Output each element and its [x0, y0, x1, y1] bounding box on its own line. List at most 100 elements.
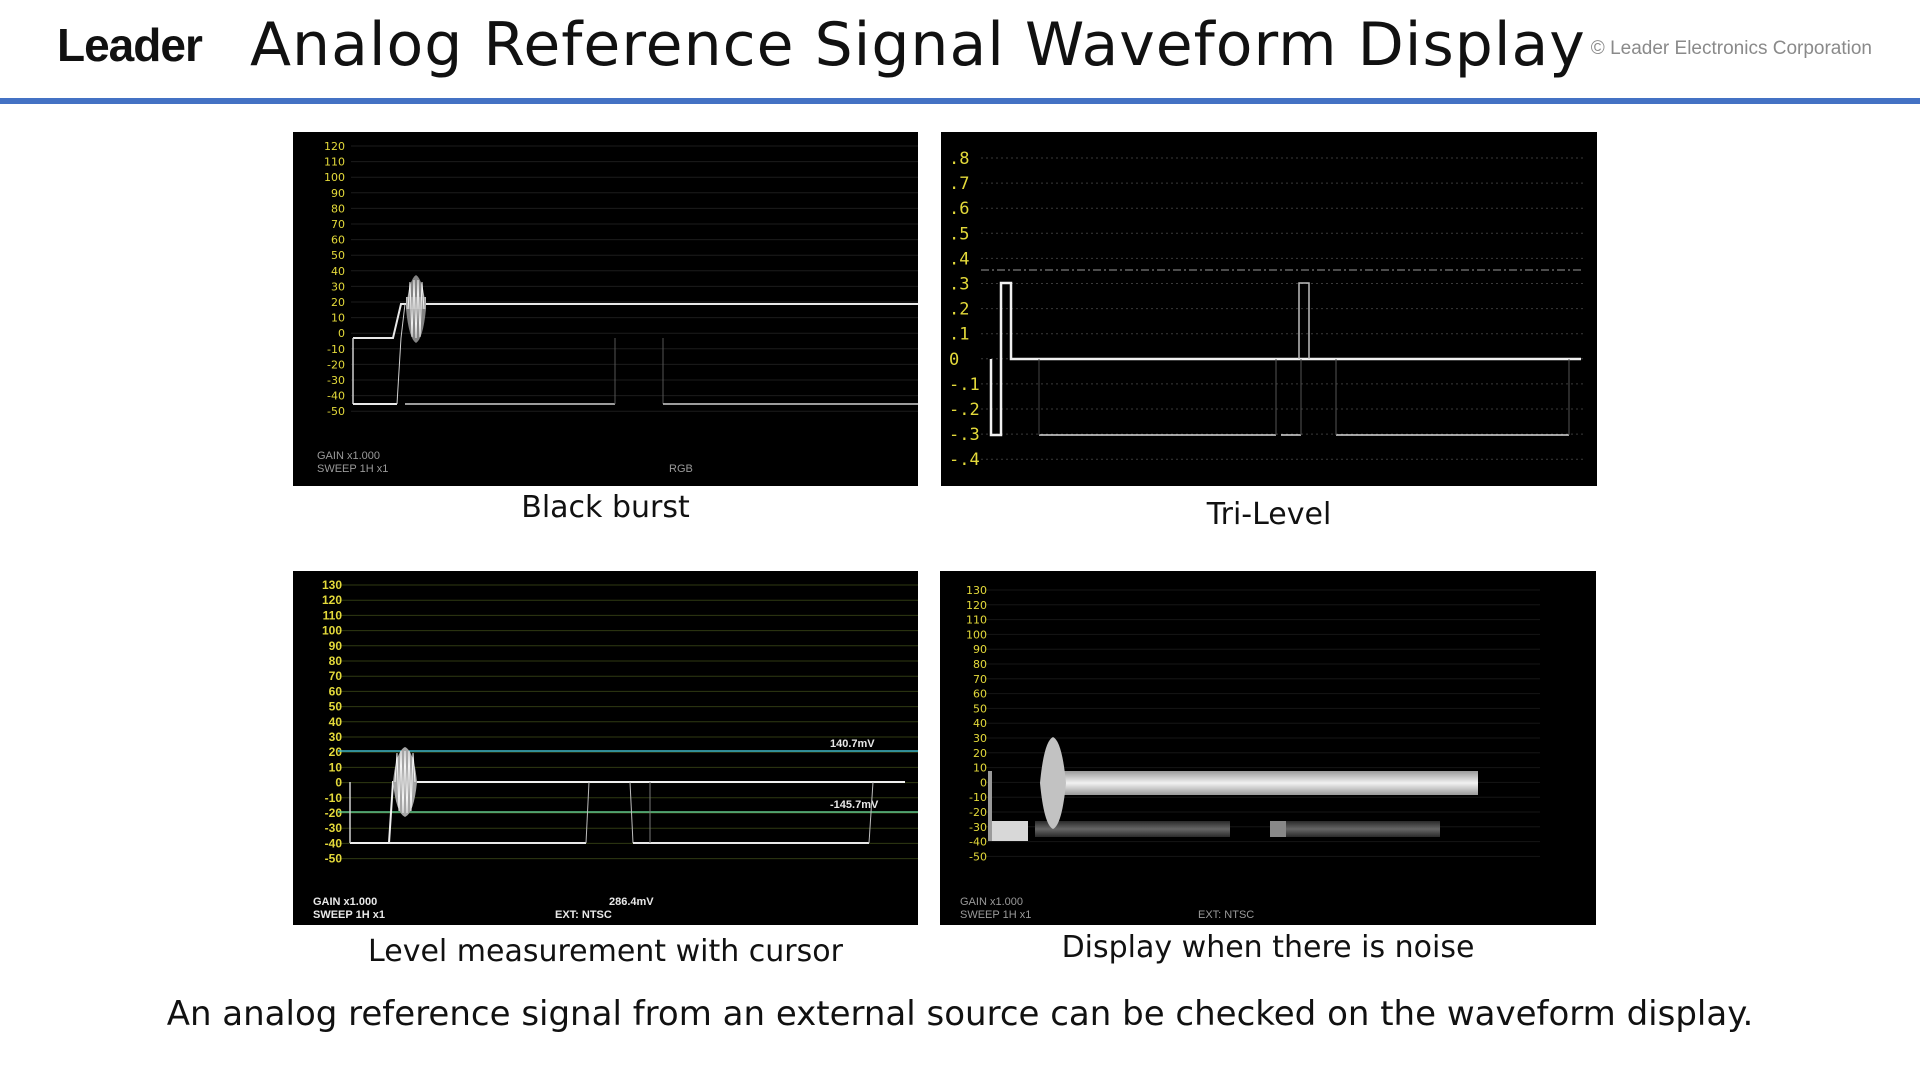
black-burst-mode: RGB	[669, 463, 693, 475]
scale-label: 70	[329, 669, 343, 683]
scale-label: 80	[973, 658, 987, 671]
scale-label: 10	[331, 312, 345, 325]
color-burst	[406, 275, 426, 343]
scale-label: 40	[331, 265, 345, 278]
scale-label: -10	[327, 343, 345, 356]
noise-gain: GAIN x1.000	[960, 896, 1023, 908]
scale-label: 120	[322, 593, 342, 607]
scale-label: 30	[331, 280, 345, 293]
scale-label: -30	[327, 374, 345, 387]
scale-label: 80	[331, 202, 345, 215]
scale-label: .6	[949, 199, 969, 219]
scale-label: 90	[973, 643, 987, 656]
scale-label: 50	[329, 700, 343, 714]
color-burst	[393, 747, 417, 817]
scale-label: 40	[329, 715, 343, 729]
scale-label: -.2	[949, 400, 980, 420]
scale-label: 90	[329, 639, 343, 653]
scale-label: 120	[966, 599, 987, 612]
scale-label: 20	[329, 745, 343, 759]
scale-label: -40	[327, 390, 345, 403]
cursor-delta-value: 286.4mV	[609, 896, 654, 908]
scale-label: -30	[969, 821, 987, 834]
scale-label: -30	[325, 821, 343, 835]
scale-label: .7	[949, 174, 969, 194]
scale-label: 110	[966, 614, 987, 627]
scale-label: 50	[331, 249, 345, 262]
scale-label: 100	[324, 171, 345, 184]
scale-label: -20	[327, 358, 345, 371]
scale-label: 90	[331, 187, 345, 200]
level-cursor-waveform: 1301201101009080706050403020100-10-20-30…	[313, 578, 918, 921]
scale-label: 70	[973, 673, 987, 686]
scale-label: -20	[969, 806, 987, 819]
scale-label: -.1	[949, 375, 980, 395]
scale-label: .1	[949, 325, 969, 345]
scale-label: -40	[969, 836, 987, 849]
scale-label: .8	[949, 149, 969, 169]
level-cursor-trace	[350, 781, 905, 844]
scale-label: 70	[331, 218, 345, 231]
scale-label: 60	[331, 234, 345, 247]
scale-label: 100	[966, 628, 987, 641]
color-burst	[1040, 737, 1066, 829]
level-cursor-ext: EXT: NTSC	[555, 909, 612, 921]
caption-tri-level: Tri-Level	[1206, 497, 1332, 532]
scale-label: 20	[973, 747, 987, 760]
black-burst-trace	[353, 303, 918, 339]
scale-label: -40	[325, 836, 343, 850]
scale-label: 130	[966, 584, 987, 597]
scale-label: -50	[969, 850, 987, 863]
caption-level-cursor: Level measurement with cursor	[368, 934, 843, 969]
noise-waveform: 1301201101009080706050403020100-10-20-30…	[960, 584, 1540, 921]
scale-label: 120	[324, 140, 345, 153]
noise-band-blanking	[1058, 771, 1478, 795]
scale-label: 0	[949, 350, 959, 370]
scale-label: 80	[329, 654, 343, 668]
noise-sweep: SWEEP 1H x1	[960, 909, 1031, 921]
scale-label: 10	[329, 760, 343, 774]
scale-label: -50	[325, 852, 343, 866]
tri-level-waveform: .8.7.6.5.4.3.2.10-.1-.2-.3-.4	[949, 149, 1586, 470]
scale-label: 30	[973, 732, 987, 745]
scale-label: 110	[324, 156, 345, 169]
scale-label: 0	[980, 776, 987, 789]
scale-label: -20	[325, 806, 343, 820]
scale-label: 110	[323, 608, 343, 622]
black-burst-waveform: 1201101009080706050403020100-10-20-30-40…	[317, 140, 918, 475]
scale-label: 60	[973, 688, 987, 701]
scale-label: 30	[329, 730, 343, 744]
noise-ext: EXT: NTSC	[1198, 909, 1254, 921]
slide-title: Analog Reference Signal Waveform Display	[250, 10, 1586, 80]
caption-black-burst: Black burst	[521, 490, 690, 525]
black-burst-gain: GAIN x1.000	[317, 450, 380, 462]
scale-label: .2	[949, 300, 969, 320]
black-burst-sweep: SWEEP 1H x1	[317, 463, 388, 475]
scale-label: -50	[327, 405, 345, 418]
copyright-notice: © Leader Electronics Corporation	[1590, 38, 1872, 59]
level-cursor-gain: GAIN x1.000	[313, 896, 377, 908]
scale-label: -.3	[949, 425, 980, 445]
scale-label: 40	[973, 717, 987, 730]
scale-label: 100	[322, 624, 342, 638]
caption-noise: Display when there is noise	[1061, 930, 1475, 965]
leader-logo: Leader	[57, 19, 203, 71]
scale-label: -10	[969, 791, 987, 804]
slide-footer-text: An analog reference signal from an exter…	[166, 994, 1754, 1034]
scale-label: .4	[949, 249, 969, 269]
level-cursor-sweep: SWEEP 1H x1	[313, 909, 385, 921]
scale-label: 20	[331, 296, 345, 309]
header-divider	[0, 98, 1920, 104]
cursor-bottom-value: -145.7mV	[830, 799, 879, 811]
scale-label: .5	[949, 224, 969, 244]
scale-label: 0	[335, 776, 342, 790]
scale-label: -.4	[949, 450, 980, 470]
scale-label: 60	[329, 684, 343, 698]
cursor-top-value: 140.7mV	[830, 738, 875, 750]
scale-label: 130	[322, 578, 342, 592]
scale-label: 0	[338, 327, 345, 340]
